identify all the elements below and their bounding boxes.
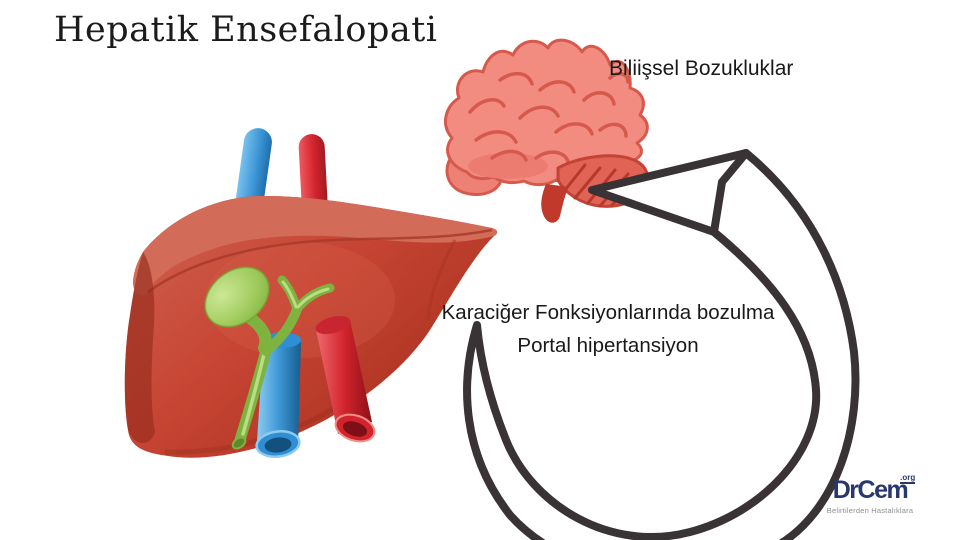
cycle-arrow-icon — [463, 149, 860, 540]
brain-cerebrum — [444, 38, 649, 187]
liver-body — [124, 196, 498, 458]
vena-cava-top — [236, 128, 272, 212]
logo-wordmark: DrCem .org — [829, 473, 916, 505]
liver-illustration — [124, 128, 498, 458]
bile-duct — [231, 275, 335, 450]
liver-crease — [147, 228, 493, 294]
brain-gyri — [468, 71, 630, 164]
gallbladder — [204, 266, 270, 328]
liver-left-shadow — [124, 252, 155, 444]
logo-tld-text: .org — [900, 473, 916, 484]
brain-stem — [541, 184, 569, 223]
brain-lower-shade — [468, 153, 548, 179]
drcem-logo: DrCem .org Belirtilerden Hastalıklara — [820, 473, 920, 515]
liver-bottom-shadow — [164, 402, 342, 455]
hepatic-artery-top — [298, 134, 328, 213]
page-title: Hepatik Ensefalopati — [54, 10, 438, 50]
cycle-label-line2: Portal hipertansiyon — [517, 334, 699, 357]
cycle-label-line1: Karaciğer Fonksiyonlarında bozulma — [441, 301, 775, 324]
logo-brand-text: DrCem — [832, 476, 909, 504]
brain-label: Biliişsel Bozukluklar — [609, 57, 794, 80]
hepatic-artery-bottom — [315, 315, 376, 443]
liver-top-lobe — [132, 196, 498, 296]
brain-illustration — [444, 38, 649, 223]
cycle-label: Karaciğer Fonksiyonlarında bozulma Porta… — [417, 296, 799, 362]
logo-tagline: Belirtilerden Hastalıklara — [826, 505, 914, 515]
liver-right-crease — [426, 239, 457, 321]
